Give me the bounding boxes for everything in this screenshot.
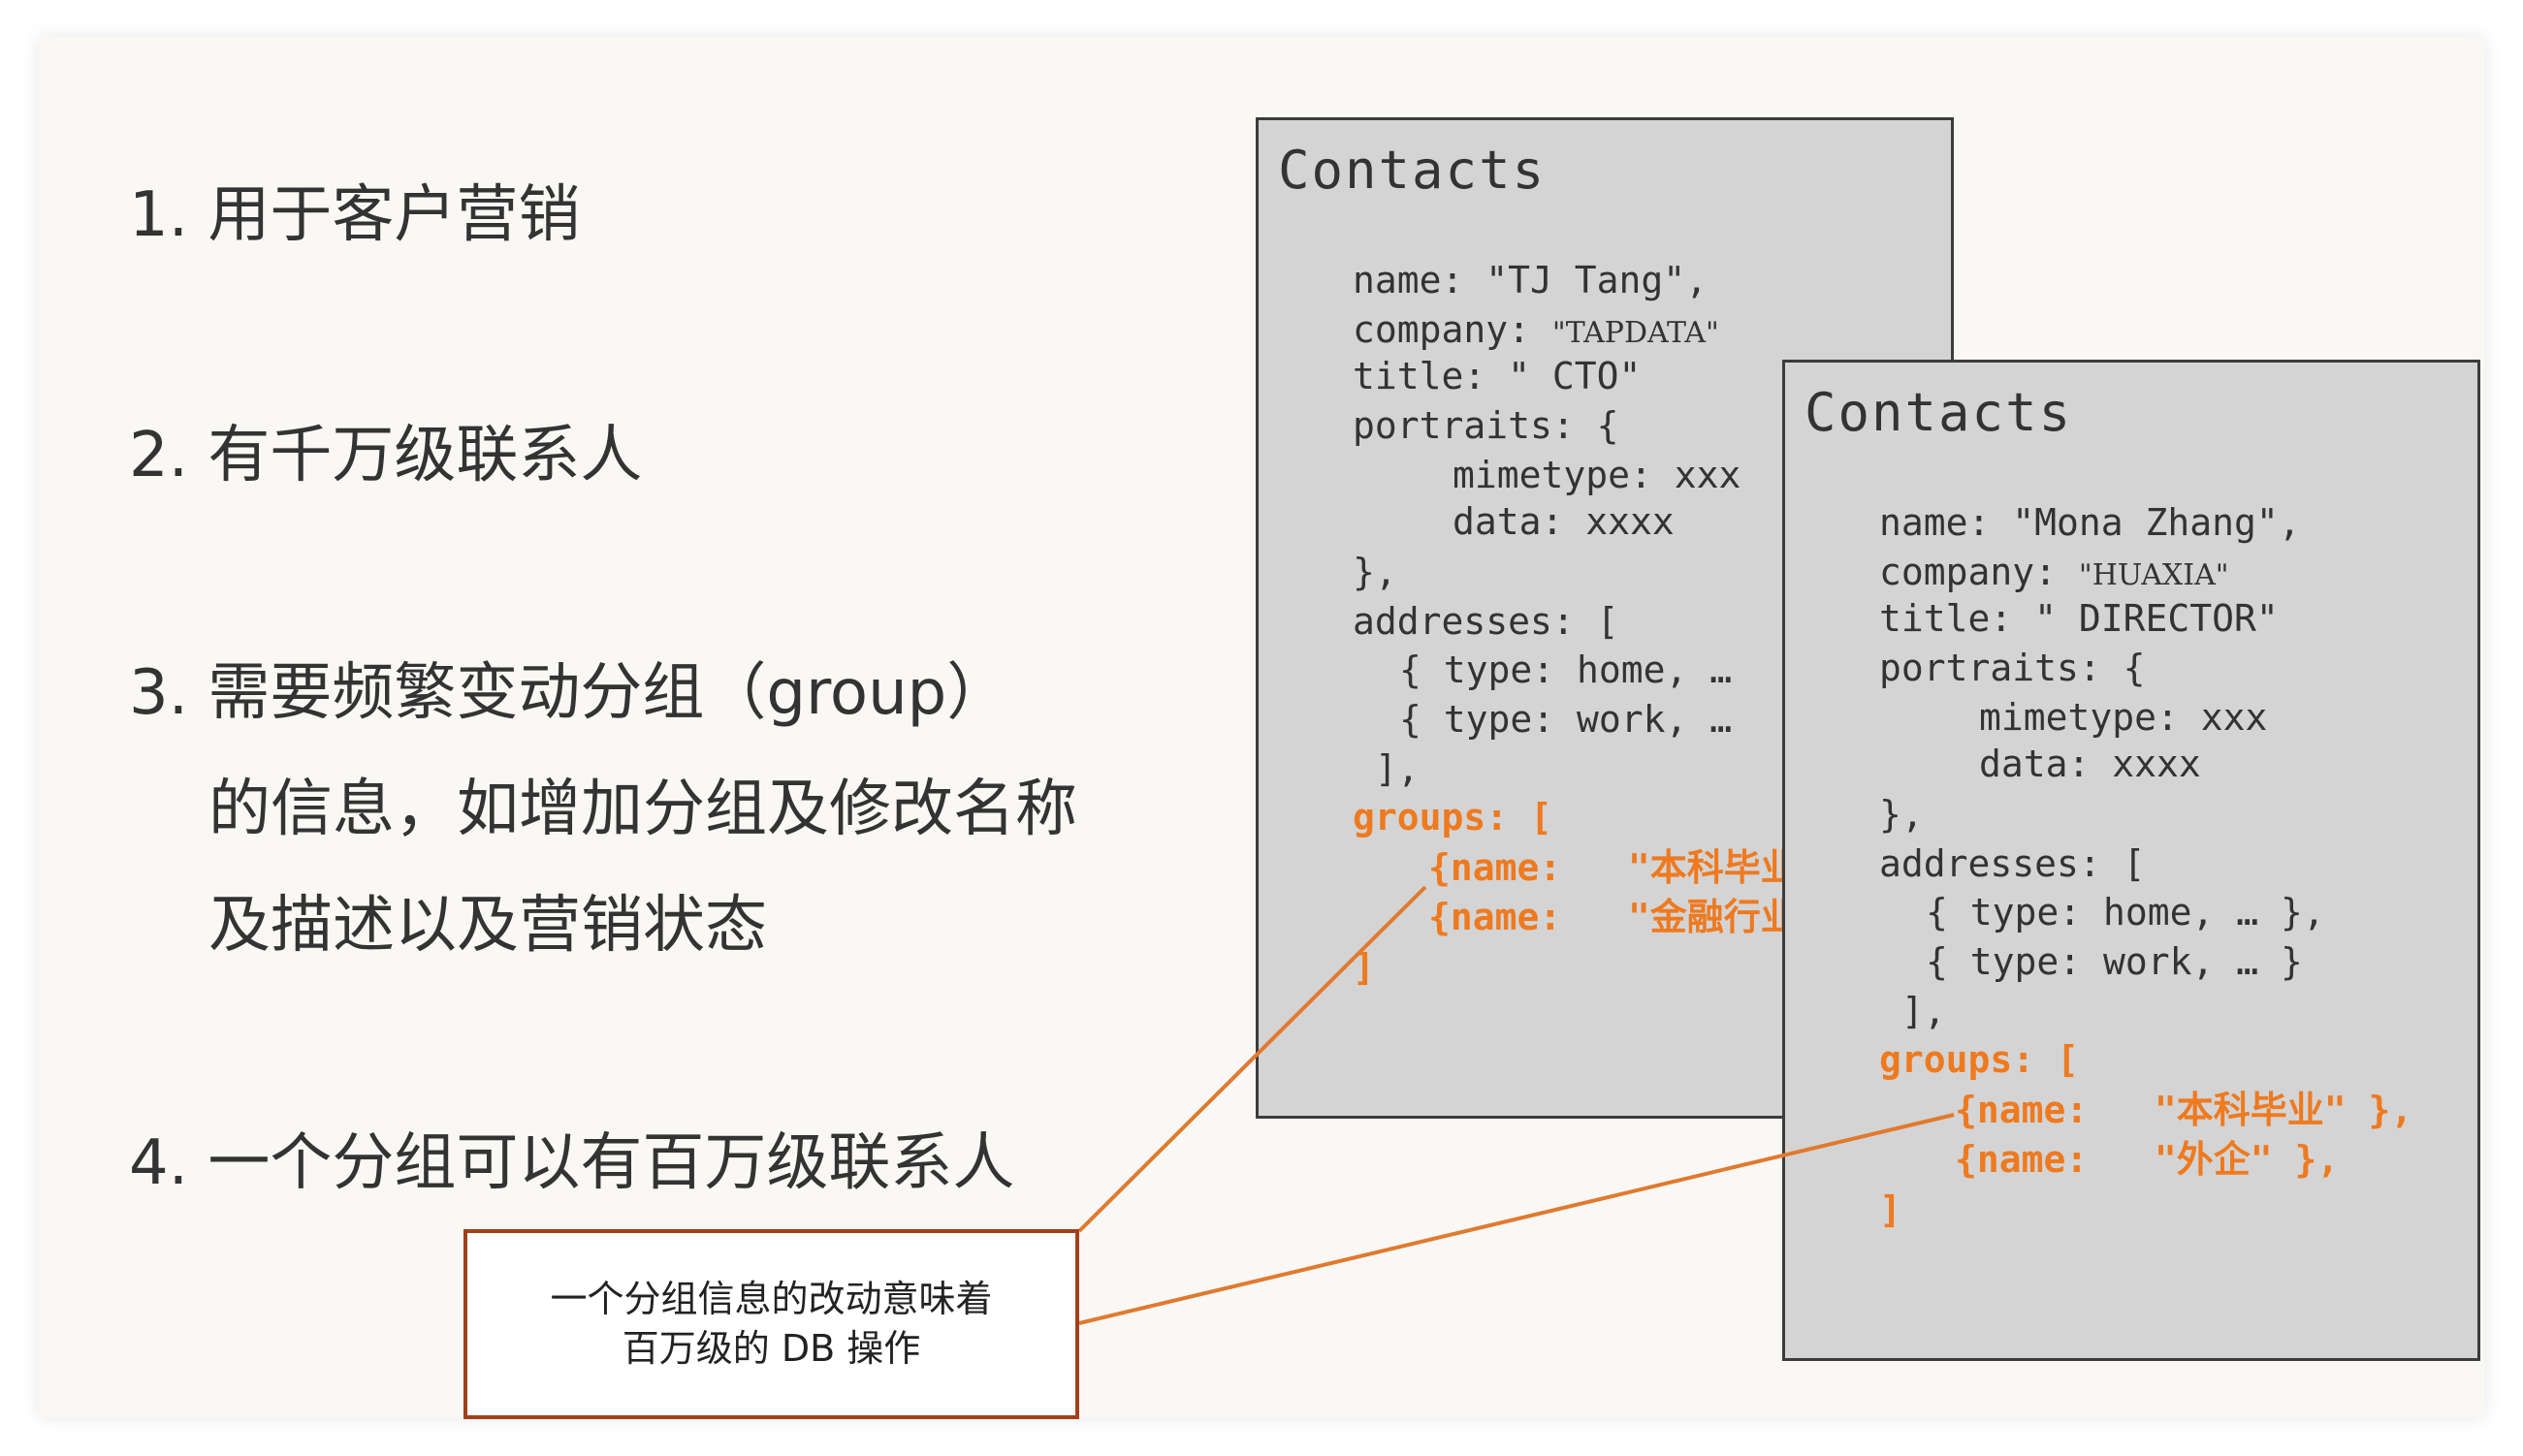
field-name: name: "TJ Tang",	[1353, 259, 1709, 301]
company-key: company:	[1353, 308, 1531, 351]
card-title: Contacts	[1804, 382, 2073, 443]
close-array: ],	[1375, 747, 1420, 790]
field-groups: groups: [	[1879, 1038, 2079, 1081]
address-home: { type: home, …	[1399, 649, 1733, 691]
close-groups: ]	[1879, 1188, 1901, 1231]
group-value: "本科毕业" },	[2154, 1089, 2413, 1131]
field-addresses: addresses: [	[1353, 600, 1619, 643]
group-item-2: {name: "金融行业	[1428, 899, 1798, 935]
field-data: data: xxxx	[1979, 743, 2201, 785]
field-portraits: portraits: {	[1353, 404, 1619, 447]
point-3-line-2: 的信息，如增加分组及修改名称	[208, 774, 1077, 845]
point-1: 1. 用于客户营销	[129, 179, 581, 251]
contact-card-mona-zhang: Contacts name: "Mona Zhang", company: "H…	[1782, 360, 2480, 1361]
group-value: "本科毕业	[1627, 846, 1798, 889]
point-3-line-3: 及描述以及营销状态	[208, 890, 767, 962]
field-company: company: "HUAXIA"	[1879, 554, 2229, 590]
group-value: "外企" },	[2154, 1138, 2340, 1181]
company-value: "HUAXIA"	[2078, 558, 2229, 592]
field-mimetype: mimetype: xxx	[1453, 454, 1741, 496]
callout-line-1: 一个分组信息的改动意味着	[550, 1277, 993, 1320]
close-groups: ]	[1353, 946, 1375, 989]
close-object: },	[1353, 551, 1397, 593]
field-groups: groups: [	[1353, 796, 1552, 839]
field-addresses: addresses: [	[1879, 842, 2146, 885]
group-key: {name:	[1955, 1138, 2089, 1181]
field-name: name: "Mona Zhang",	[1879, 501, 2301, 544]
group-value: "金融行业	[1627, 896, 1798, 938]
address-work: { type: work, … }	[1926, 940, 2303, 983]
group-item-2: {name: "外企" },	[1955, 1141, 2339, 1178]
card-title: Contacts	[1278, 140, 1547, 201]
group-key: {name:	[1428, 896, 1562, 938]
close-array: ],	[1901, 990, 1946, 1032]
callout-box: 一个分组信息的改动意味着 百万级的 DB 操作	[463, 1229, 1079, 1419]
field-title: title: " DIRECTOR"	[1879, 597, 2279, 640]
group-key: {name:	[1428, 846, 1562, 889]
group-item-1: {name: "本科毕业	[1428, 849, 1798, 886]
point-4: 4. 一个分组可以有百万级联系人	[129, 1127, 1015, 1199]
group-key: {name:	[1955, 1089, 2089, 1131]
close-object: },	[1879, 793, 1924, 836]
point-3: 3. 需要频繁变动分组（group）	[129, 657, 1009, 729]
point-2: 2. 有千万级联系人	[129, 420, 643, 491]
address-home: { type: home, … },	[1926, 891, 2325, 934]
company-key: company:	[1879, 551, 2058, 593]
group-item-1: {name: "本科毕业" },	[1955, 1092, 2412, 1128]
address-work: { type: work, …	[1399, 698, 1733, 741]
field-portraits: portraits: {	[1879, 647, 2146, 689]
callout-line-2: 百万级的 DB 操作	[622, 1327, 921, 1370]
field-company: company: "TAPDATA"	[1353, 311, 1719, 348]
field-data: data: xxxx	[1453, 500, 1675, 543]
company-value: "TAPDATA"	[1551, 316, 1719, 350]
field-title: title: " CTO"	[1353, 355, 1642, 397]
field-mimetype: mimetype: xxx	[1979, 696, 2268, 739]
